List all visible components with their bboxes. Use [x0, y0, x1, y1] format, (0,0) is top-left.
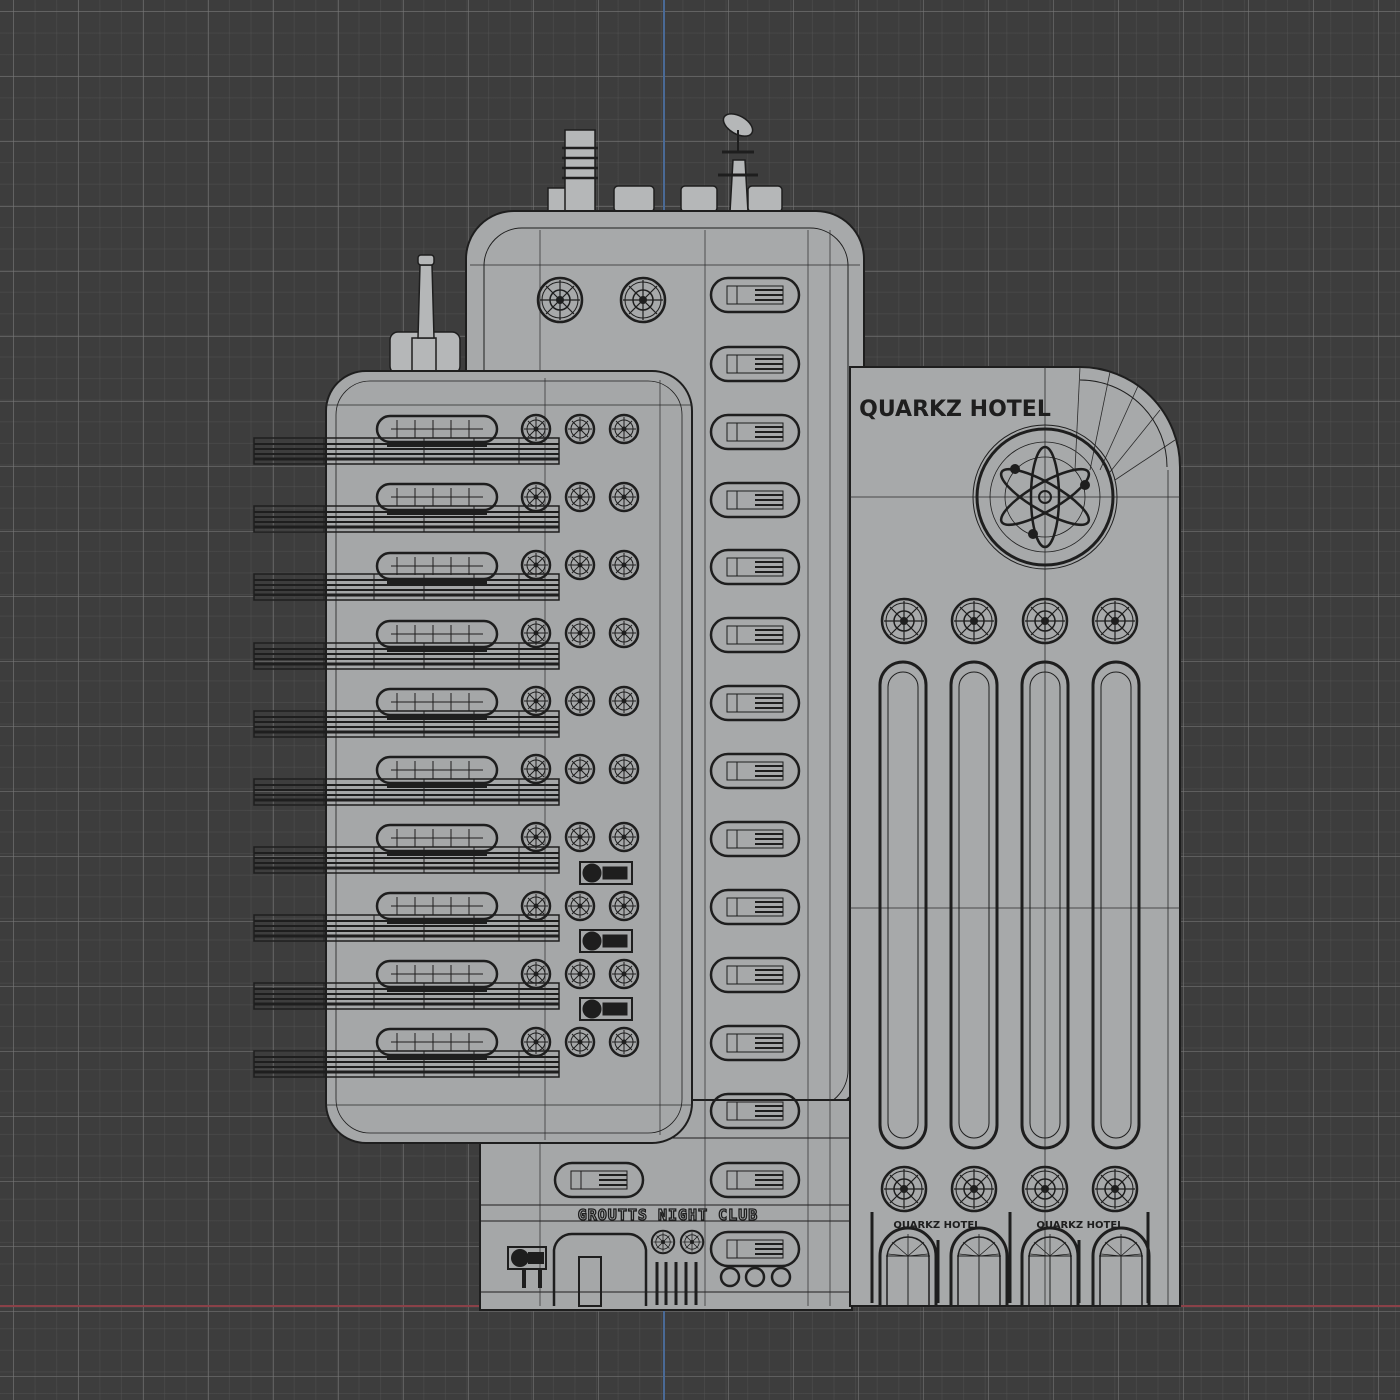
club-sign: GROUTTS NIGHT CLUB [578, 1206, 759, 1224]
hotel-sign-small-left: QUARKZ HOTEL [893, 1220, 981, 1231]
hotel-sign-small-right: QUARKZ HOTEL [1036, 1220, 1124, 1231]
left-block [252, 370, 693, 1144]
roof-equipment [389, 113, 783, 375]
club-storefront: GROUTTS NIGHT CLUB [507, 1205, 792, 1307]
hotel-sign: QUARKZ HOTEL [859, 397, 1051, 422]
hotel-pillars [878, 660, 1141, 1150]
left-block-vents [579, 861, 633, 1021]
hotel-wing: QUARKZ HOTEL [849, 366, 1181, 1308]
